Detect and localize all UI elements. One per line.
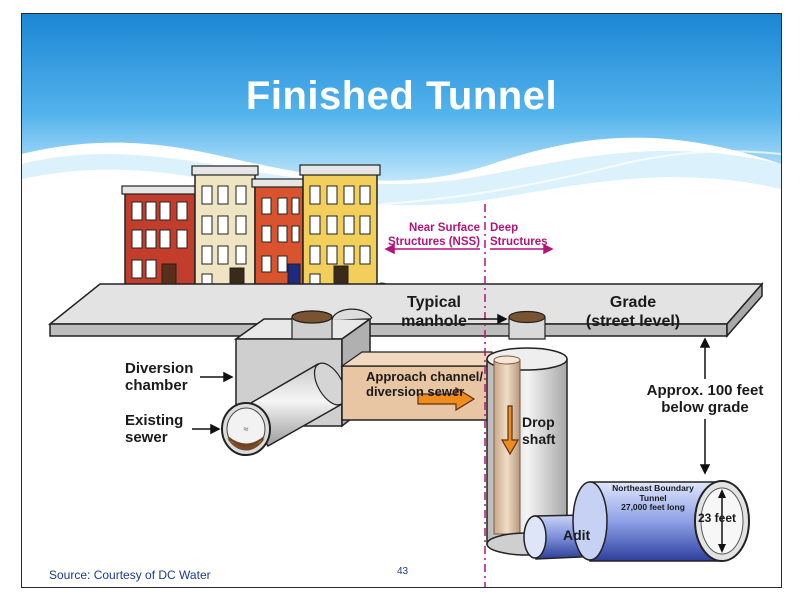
slide: ≈ (21, 13, 782, 588)
nss-arrow (384, 243, 554, 255)
near-surface-label-line1: Near Surface (409, 222, 480, 234)
tunnel-label-line3: 27,000 feet long (621, 502, 685, 512)
existing-sewer-pipe: ≈ (221, 362, 347, 456)
tunnel-label: Northeast Boundary Tunnel 27,000 feet lo… (597, 483, 709, 513)
drop-shaft (486, 310, 568, 556)
typical-manhole-label-line2: manhole (401, 313, 467, 330)
existing-sewer-label-line1: Existing (125, 412, 184, 429)
depth-label-line2: below grade (661, 399, 749, 416)
approach-channel-label: Approach channel/ diversion sewer (366, 369, 483, 399)
diversion-chamber-label: Diversion chamber (125, 360, 193, 394)
grade-label-line1: Grade (609, 294, 657, 311)
depth-label-line1: Approx. 100 feet (646, 382, 764, 399)
drop-shaft-label-line1: Drop (522, 414, 555, 430)
header-wave (22, 150, 781, 206)
typical-manhole-label-line1: Typical (407, 294, 461, 311)
grade-label-line2: (street level) (585, 313, 681, 330)
near-surface-label-line2: Structures (NSS) (388, 236, 481, 248)
approach-channel-label-line2: diversion sewer (366, 384, 465, 399)
near-surface-label: Near Surface Structures (NSS) (388, 221, 480, 249)
deep-structures-label: Deep Structures (490, 221, 548, 249)
tunnel-pipe (572, 480, 750, 562)
diversion-chamber-label-line2: chamber (125, 377, 188, 394)
existing-sewer-label-line2: sewer (125, 429, 168, 446)
tunnel-label-line2: Tunnel (639, 492, 667, 503)
tunnel-label-line1: Northeast Boundary (612, 483, 694, 493)
approach-channel-label-line1: Approach channel/ (366, 369, 484, 384)
windows (131, 185, 371, 301)
callout-arrows (192, 313, 711, 475)
existing-sewer-label: Existing sewer (125, 412, 183, 446)
approach-arrow (417, 386, 476, 412)
deep-structures-label-line2: Structures (490, 236, 548, 248)
drop-shaft-label-line2: shaft (522, 431, 556, 447)
diversion-chamber-label-line1: Diversion (125, 360, 194, 377)
source-caption: Source: Courtesy of DC Water (49, 568, 211, 582)
grade-label: Grade (street level) (574, 293, 692, 331)
slide-title: Finished Tunnel (245, 74, 558, 118)
typical-manhole-label: Typical manhole (398, 293, 470, 331)
svg-text:≈: ≈ (244, 424, 249, 434)
diameter-label: 23 feet (698, 511, 737, 525)
depth-label: Approx. 100 feet below grade (638, 382, 772, 416)
header-band (22, 14, 781, 181)
adit-label: Adit (563, 527, 591, 543)
deep-structures-label-line1: Deep (490, 222, 519, 234)
tunnel-diagram: ≈ (22, 14, 781, 587)
approach-channel (340, 351, 493, 421)
page-number: 43 (397, 566, 409, 577)
drop-shaft-label: Drop shaft (522, 414, 555, 448)
